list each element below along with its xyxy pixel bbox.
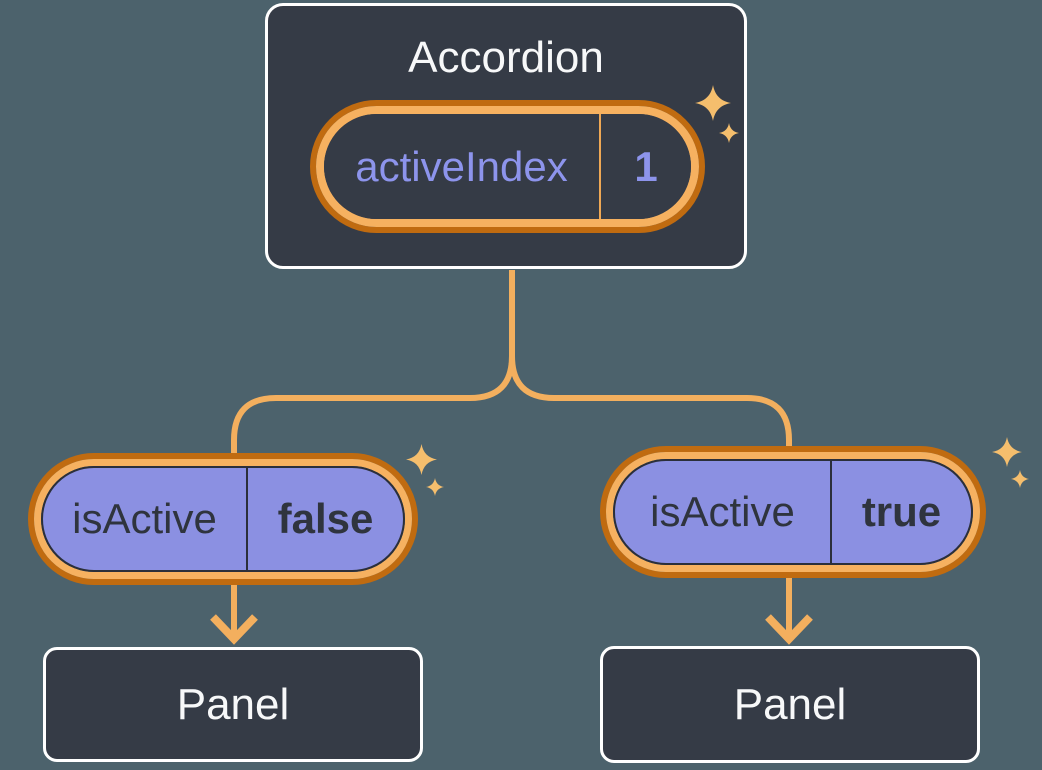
active-index-pill-value: 1 (634, 142, 658, 190)
left-branch-line (231, 355, 515, 640)
right-branch-line (509, 355, 792, 640)
is-active-pill-left-value: false (277, 495, 374, 542)
panel-card-left: Panel (43, 647, 423, 762)
sparkle-icon (719, 123, 739, 143)
is-active-pill-left-ring: isActive false (34, 459, 412, 579)
arrow-down-icon (765, 614, 813, 645)
pill-divider (246, 468, 248, 570)
is-active-pill-right-ring: isActive true (606, 452, 980, 572)
accordion-title: Accordion (408, 33, 604, 82)
panel-card-right: Panel (600, 646, 980, 763)
active-index-pill: activeIndex 1 (310, 100, 705, 233)
sparkle-icon (695, 85, 731, 121)
pill-divider (830, 461, 832, 563)
panel-right-title: Panel (733, 679, 847, 729)
active-index-pill-label: activeIndex (355, 142, 568, 190)
panel-left-title: Panel (176, 679, 290, 729)
is-active-pill-right-label: isActive (650, 488, 795, 535)
sparkle-icon (426, 478, 444, 496)
is-active-pill-left-label: isActive (72, 495, 217, 542)
sparkle-icon (992, 437, 1022, 467)
pill-divider (599, 114, 601, 219)
arrow-down-icon (210, 614, 258, 645)
is-active-pill-right: isActive true (600, 446, 986, 578)
sparkle-icon (406, 444, 437, 475)
is-active-pill-right-value: true (861, 488, 942, 535)
sparkle-icon (1011, 470, 1029, 488)
active-index-pill-ring: activeIndex 1 (316, 106, 699, 227)
is-active-pill-left: isActive false (28, 453, 418, 585)
